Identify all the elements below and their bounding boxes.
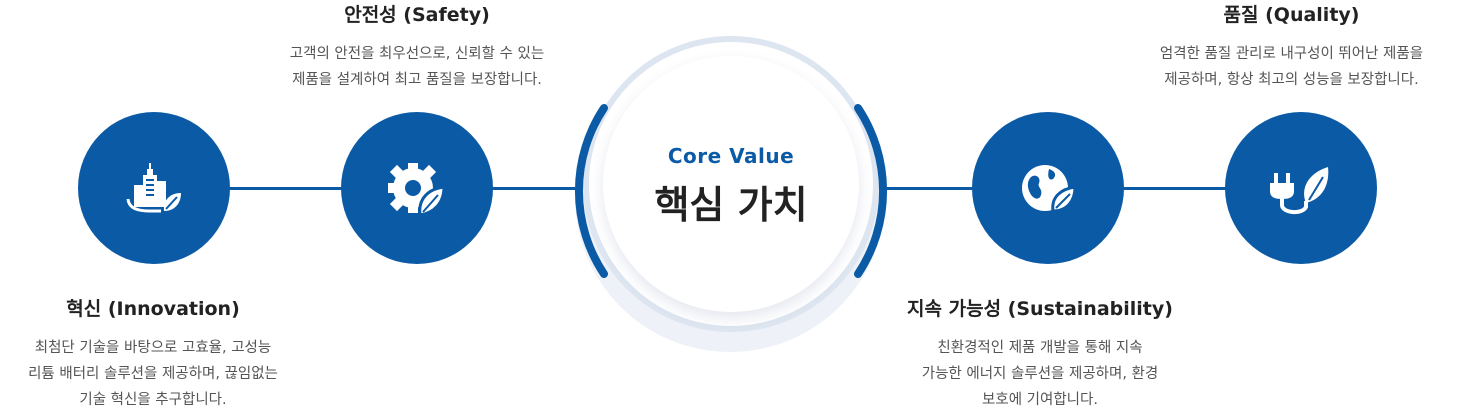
innovation-desc-line-3: 기술 혁신을 추구합니다.	[79, 392, 227, 408]
sustainability-desc-line-2: 가능한 에너지 솔루션을 제공하며, 환경	[921, 366, 1159, 382]
sustainability-node	[972, 112, 1124, 264]
innovation-node	[78, 112, 230, 264]
center-core	[603, 56, 859, 312]
eco-plug-icon	[1270, 167, 1329, 214]
quality-node	[1225, 112, 1377, 264]
innovation-title: 혁신 (Innovation)	[66, 298, 240, 320]
eco-globe-icon	[1022, 165, 1077, 213]
center-label: Core Value 핵심 가치	[603, 56, 859, 312]
safety-desc-line-1: 고객의 안전을 최우선으로, 신뢰할 수 있는	[289, 46, 545, 62]
quality-block: 품질 (Quality) 엄격한 품질 관리로 내구성이 뛰어난 제품을 제공하…	[1126, 0, 1457, 93]
safety-title: 안전성 (Safety)	[344, 4, 490, 26]
eco-city-icon	[126, 163, 181, 213]
sustainability-desc-line-3: 보호에 기여합니다.	[982, 392, 1098, 408]
safety-block: 안전성 (Safety) 고객의 안전을 최우선으로, 신뢰할 수 있는 제품을…	[252, 0, 582, 93]
safety-node	[341, 112, 493, 264]
quality-desc-line-1: 엄격한 품질 관리로 내구성이 뛰어난 제품을	[1159, 46, 1424, 62]
eco-gear-icon	[388, 163, 446, 217]
sustainability-desc-line-1: 친환경적인 제품 개발을 통해 지속	[937, 340, 1143, 356]
innovation-desc-line-1: 최첨단 기술을 바탕으로 고효율, 고성능	[34, 340, 272, 356]
sustainability-block: 지속 가능성 (Sustainability) 친환경적인 제품 개발을 통해 …	[880, 294, 1200, 413]
center-subtitle: Core Value	[667, 143, 795, 168]
innovation-block: 혁신 (Innovation) 최첨단 기술을 바탕으로 고효율, 고성능 리튬…	[0, 294, 306, 413]
center-accent-arcs	[574, 104, 888, 278]
sustainability-title: 지속 가능성 (Sustainability)	[907, 298, 1173, 320]
quality-desc-line-2: 제공하며, 항상 최고의 성능을 보장합니다.	[1164, 72, 1419, 88]
center-title: 핵심 가치	[654, 182, 808, 227]
safety-desc-line-2: 제품을 설계하여 최고 품질을 보장합니다.	[292, 72, 542, 88]
innovation-desc-line-2: 리튬 배터리 솔루션을 제공하며, 끊임없는	[28, 366, 278, 382]
quality-title: 품질 (Quality)	[1223, 4, 1360, 26]
